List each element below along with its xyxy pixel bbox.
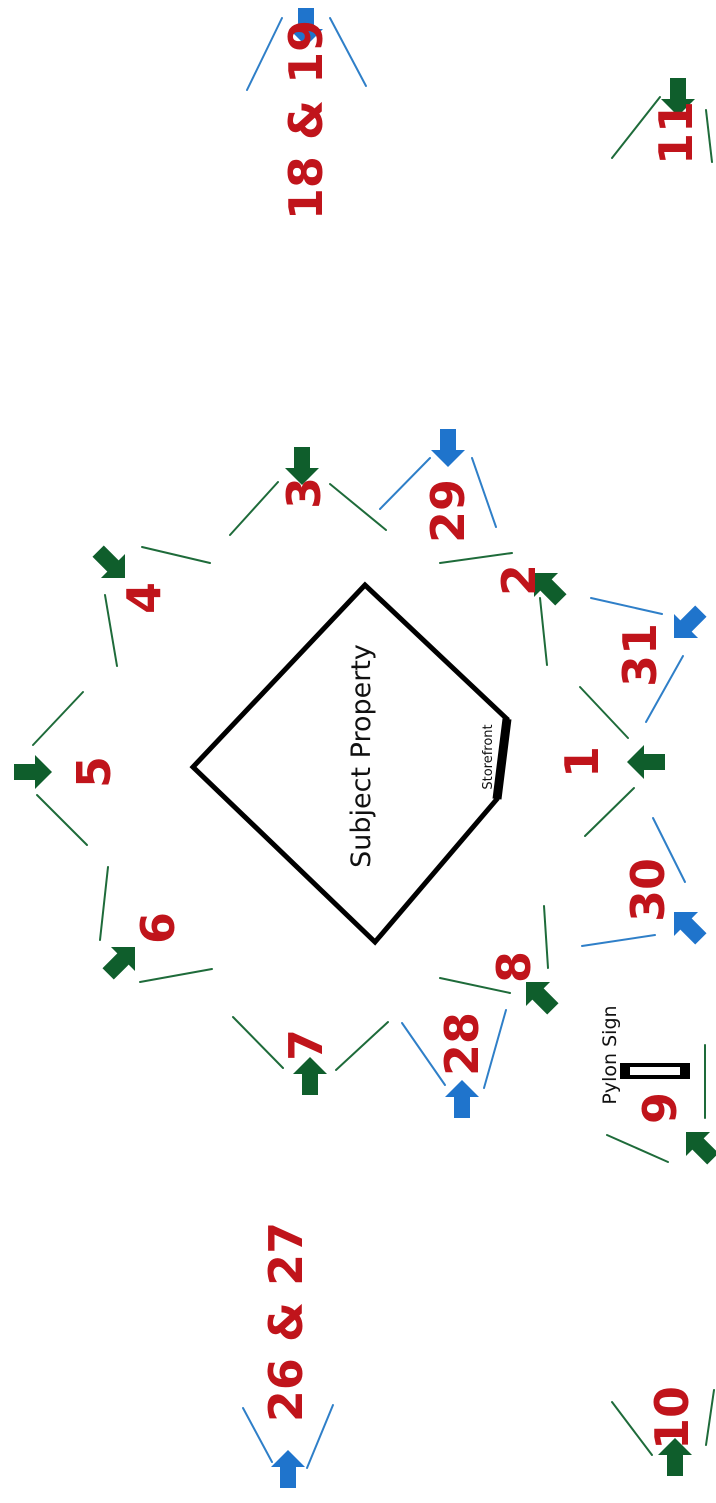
view-arrow-31 bbox=[661, 599, 713, 651]
photo-label-28: 28 bbox=[435, 1012, 489, 1076]
photo-point-7: 7 bbox=[232, 1016, 389, 1095]
view-arrow-9 bbox=[673, 1119, 716, 1171]
photo-label-2: 2 bbox=[492, 564, 546, 596]
photo-point-26-27: 26 & 27 bbox=[242, 1222, 334, 1488]
view-arrow-29 bbox=[431, 429, 465, 467]
pylon-sign-label: Pylon Sign bbox=[599, 1005, 621, 1104]
photo-point-10: 10 bbox=[611, 1386, 715, 1476]
photo-label-31: 31 bbox=[613, 623, 667, 687]
photo-label-7: 7 bbox=[279, 1029, 333, 1061]
photo-point-30: 30 bbox=[581, 817, 713, 951]
building-outline bbox=[189, 581, 510, 946]
photo-point-3: 3 bbox=[229, 447, 387, 536]
photo-point-2: 2 bbox=[439, 552, 573, 666]
storefront-wall bbox=[492, 718, 512, 800]
subject-property-building: Subject Property Storefront bbox=[189, 581, 512, 946]
storefront-label: Storefront bbox=[481, 724, 496, 789]
photo-label-18-19: 18 & 19 bbox=[279, 20, 333, 220]
photo-label-3: 3 bbox=[277, 477, 331, 509]
photo-label-11: 11 bbox=[649, 101, 703, 165]
pylon-sign-shape bbox=[620, 1063, 690, 1079]
photo-label-4: 4 bbox=[117, 582, 171, 614]
photo-label-26-27: 26 & 27 bbox=[259, 1222, 313, 1422]
photo-label-8: 8 bbox=[487, 951, 541, 983]
photo-point-8: 8 bbox=[439, 905, 565, 1021]
photo-label-10: 10 bbox=[645, 1386, 699, 1450]
photo-point-31: 31 bbox=[590, 597, 713, 723]
view-arrow-5 bbox=[14, 755, 52, 789]
view-arrow-7 bbox=[293, 1057, 327, 1095]
view-arrow-1 bbox=[627, 745, 665, 779]
view-arrow-26-27 bbox=[271, 1450, 305, 1488]
photo-point-29: 29 bbox=[379, 429, 497, 543]
photo-point-11: 11 bbox=[611, 78, 713, 165]
photo-point-6: 6 bbox=[96, 866, 213, 986]
photo-label-1: 1 bbox=[555, 746, 609, 778]
photo-point-5: 5 bbox=[14, 691, 121, 846]
photo-point-9: 9 bbox=[606, 1044, 716, 1171]
pylon-sign: Pylon Sign bbox=[599, 1005, 690, 1105]
photo-point-4: 4 bbox=[86, 539, 211, 667]
photo-point-1: 1 bbox=[555, 686, 665, 837]
photo-label-5: 5 bbox=[67, 756, 121, 788]
photo-label-9: 9 bbox=[633, 1092, 687, 1124]
subject-property-label: Subject Property bbox=[346, 644, 377, 868]
photo-label-29: 29 bbox=[421, 479, 475, 543]
photo-point-18-19: 18 & 19 bbox=[246, 8, 367, 220]
photo-label-30: 30 bbox=[621, 858, 675, 922]
view-arrow-28 bbox=[445, 1080, 479, 1118]
photo-label-6: 6 bbox=[131, 912, 185, 944]
photo-point-28: 28 bbox=[401, 1009, 507, 1118]
